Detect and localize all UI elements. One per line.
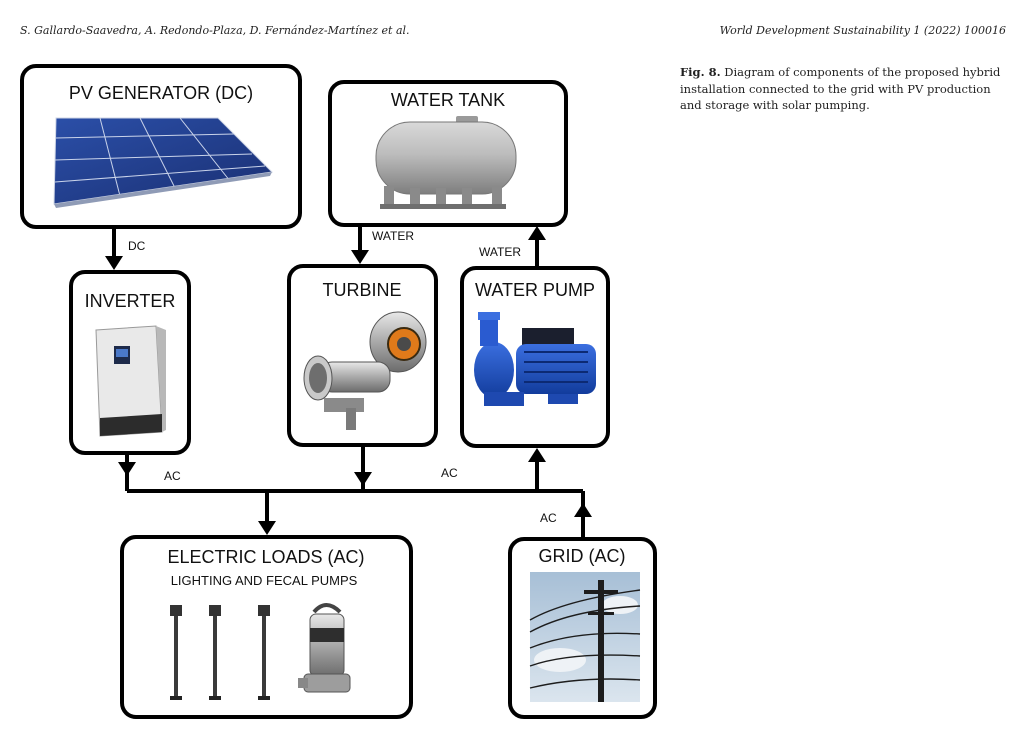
label-ac-inverter: AC [164, 469, 181, 483]
running-header-journal: World Development Sustainability 1 (2022… [719, 24, 1006, 37]
node-water-tank: WATER TANK [328, 80, 568, 227]
node-electric-loads: ELECTRIC LOADS (AC) LIGHTING AND FECAL P… [120, 535, 413, 719]
inverter-title: INVERTER [85, 291, 176, 311]
arrowhead-inverter-out [118, 462, 136, 476]
water-pump-icon [474, 312, 596, 406]
submersible-pump-icon [298, 603, 351, 693]
water-pump-title: WATER PUMP [475, 280, 595, 300]
solar-panel-icon [53, 117, 274, 208]
arrowhead-turbine [351, 250, 369, 264]
street-lamp-icon-2 [209, 605, 221, 700]
figure-caption-text: Diagram of components of the proposed hy… [680, 65, 1001, 113]
label-ac-pump: AC [441, 466, 458, 480]
label-water-turbine: WATER [372, 229, 414, 243]
inverter-icon [95, 325, 166, 437]
arrowhead-inverter [105, 256, 123, 270]
street-lamp-icon-1 [170, 605, 182, 700]
arrowhead-turbine-out [354, 472, 372, 486]
pv-generator-title: PV GENERATOR (DC) [69, 83, 253, 103]
electric-loads-title: ELECTRIC LOADS (AC) [167, 547, 364, 567]
label-ac-grid: AC [540, 511, 557, 525]
node-water-pump: WATER PUMP [460, 266, 610, 448]
water-tank-title: WATER TANK [391, 90, 505, 110]
electric-loads-subtitle: LIGHTING AND FECAL PUMPS [171, 573, 358, 588]
node-pv-generator: PV GENERATOR (DC) [20, 64, 302, 229]
grid-title: GRID (AC) [539, 546, 626, 566]
node-grid: GRID (AC) [508, 537, 657, 719]
arrowhead-tank [528, 226, 546, 240]
node-inverter: INVERTER [69, 270, 191, 455]
node-turbine: TURBINE [287, 264, 438, 447]
label-dc: DC [128, 239, 146, 253]
running-header-authors: S. Gallardo-Saavedra, A. Redondo-Plaza, … [20, 24, 410, 37]
label-water-pump: WATER [479, 245, 521, 259]
arrowhead-pump [528, 448, 546, 462]
water-tank-icon [375, 116, 517, 209]
power-line-icon [529, 572, 641, 702]
connection-lines [105, 226, 592, 537]
figure-label: Fig. 8. [680, 65, 721, 79]
figure-caption: Fig. 8. Diagram of components of the pro… [680, 64, 1010, 114]
turbine-title: TURBINE [322, 280, 401, 300]
arrowhead-loads [258, 521, 276, 535]
arrowhead-grid-out [574, 503, 592, 517]
turbine-icon [303, 311, 427, 430]
street-lamp-icon-3 [258, 605, 270, 700]
